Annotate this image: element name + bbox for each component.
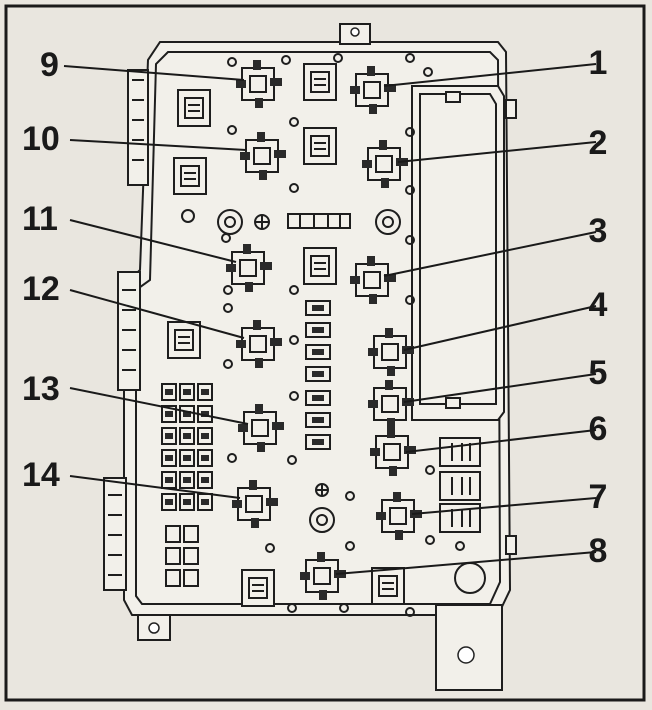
callout-11: 11 <box>22 200 58 238</box>
callout-6: 6 <box>589 410 608 448</box>
relay-1 <box>350 66 396 114</box>
relay-socket <box>177 89 211 127</box>
leader-line-7 <box>411 497 597 515</box>
mount-dot <box>265 543 275 553</box>
relay-socket <box>303 63 337 101</box>
mount-dot <box>289 117 299 127</box>
mount-dot <box>333 53 343 63</box>
leader-line-5 <box>403 373 597 403</box>
relay-socket <box>303 127 337 165</box>
leader-line-9 <box>63 65 245 81</box>
relay-socket <box>439 471 481 501</box>
mount-dot <box>405 185 415 195</box>
mount-dot <box>405 127 415 137</box>
leader-line-10 <box>69 139 247 151</box>
mount-dot <box>221 233 231 243</box>
mount-dot <box>425 535 435 545</box>
mount-dot <box>227 57 237 67</box>
callout-8: 8 <box>589 532 608 570</box>
callout-7: 7 <box>589 478 608 516</box>
mount-dot <box>287 603 297 613</box>
callout-14: 14 <box>22 456 60 494</box>
relay-socket <box>167 321 201 359</box>
relay-socket <box>371 567 405 605</box>
blade-fuse <box>165 569 181 587</box>
leader-line-14 <box>69 475 241 499</box>
leader-line-13 <box>69 387 249 425</box>
mount-dot <box>345 491 355 501</box>
mount-dot <box>223 285 233 295</box>
relay-socket <box>439 437 481 467</box>
callout-2: 2 <box>589 124 608 162</box>
callout-12: 12 <box>22 270 60 308</box>
mount-dot <box>423 67 433 77</box>
blade-fuse <box>183 547 199 565</box>
relay-3 <box>350 256 396 304</box>
callout-1: 1 <box>589 44 608 82</box>
leader-lines <box>63 63 597 575</box>
callout-9: 9 <box>40 46 59 84</box>
relay-8 <box>300 552 346 600</box>
leader-line-8 <box>335 551 597 575</box>
mount-dot <box>227 453 237 463</box>
callout-4: 4 <box>589 286 608 324</box>
leader-line-11 <box>69 219 237 263</box>
relay-socket <box>241 569 275 607</box>
relay-13 <box>238 404 284 452</box>
mount-dot <box>339 603 349 613</box>
callout-10: 10 <box>22 120 60 158</box>
leader-line-12 <box>69 289 245 339</box>
relay-4 <box>368 328 414 376</box>
relay-socket <box>173 157 207 195</box>
callout-5: 5 <box>589 354 608 392</box>
mount-dot <box>289 391 299 401</box>
relay-2 <box>362 140 408 188</box>
relay-7 <box>376 492 422 540</box>
mount-dot <box>287 455 297 465</box>
mount-dot <box>405 295 415 305</box>
mount-dot <box>223 359 233 369</box>
relay-12 <box>236 320 282 368</box>
relay-10 <box>240 132 286 180</box>
mount-dot <box>455 541 465 551</box>
callout-13: 13 <box>22 370 60 408</box>
callout-3: 3 <box>589 212 608 250</box>
relay-11 <box>226 244 272 292</box>
mount-dot <box>227 125 237 135</box>
leader-line-2 <box>397 141 597 163</box>
relay-14 <box>232 480 278 528</box>
relay-6 <box>370 428 416 476</box>
blade-fuse <box>183 525 199 543</box>
blade-fuse <box>183 569 199 587</box>
mount-dot <box>345 541 355 551</box>
relay-socket <box>303 247 337 285</box>
leader-line-6 <box>405 429 597 453</box>
mount-dot <box>425 465 435 475</box>
mount-dot <box>289 183 299 193</box>
blade-fuse <box>165 525 181 543</box>
mount-dot <box>405 53 415 63</box>
leader-line-4 <box>403 305 597 351</box>
leader-line-1 <box>383 63 597 87</box>
figure-frame <box>4 4 646 702</box>
mount-dot <box>223 303 233 313</box>
mount-dot <box>281 55 291 65</box>
mount-dot <box>405 235 415 245</box>
mount-dot <box>289 335 299 345</box>
blade-fuse <box>165 547 181 565</box>
relay-9 <box>236 60 282 108</box>
mount-dot <box>405 607 415 617</box>
mount-dot <box>289 285 299 295</box>
leader-line-3 <box>383 231 597 277</box>
fuse-box-housing <box>103 23 517 691</box>
